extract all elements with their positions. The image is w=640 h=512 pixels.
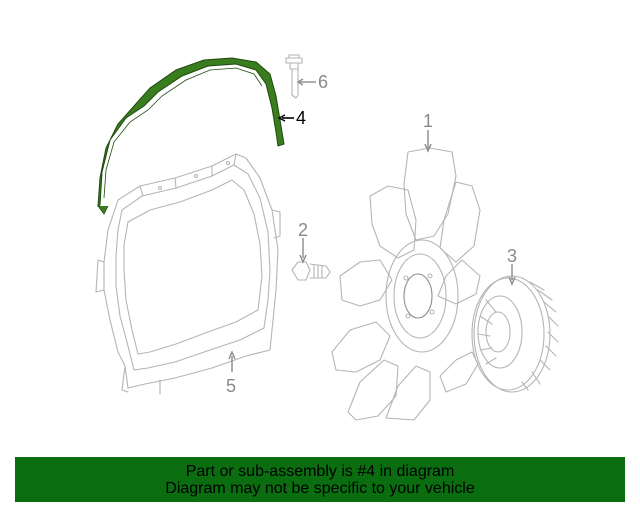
info-banner: Part or sub-assembly is #4 in diagram Di… [15, 457, 625, 502]
banner-line-part: Part or sub-assembly is #4 in diagram [185, 462, 455, 480]
banner-line-disclaimer: Diagram may not be specific to your vehi… [165, 479, 475, 497]
fan-shroud-part-5[interactable] [95, 153, 281, 395]
callout-5: 5 [226, 376, 236, 396]
leader-lines [228, 78, 516, 372]
callout-3: 3 [507, 246, 517, 266]
callout-6: 6 [318, 72, 328, 92]
fan-part-1[interactable] [331, 147, 481, 421]
shroud-seal-part-4[interactable] [97, 57, 285, 215]
callout-1: 1 [423, 111, 433, 131]
callout-2: 2 [298, 220, 308, 240]
bolt-part-2[interactable] [291, 261, 331, 281]
bolt-part-6[interactable] [285, 54, 303, 99]
callout-4: 4 [296, 108, 306, 128]
fan-clutch-part-3[interactable] [471, 275, 559, 393]
